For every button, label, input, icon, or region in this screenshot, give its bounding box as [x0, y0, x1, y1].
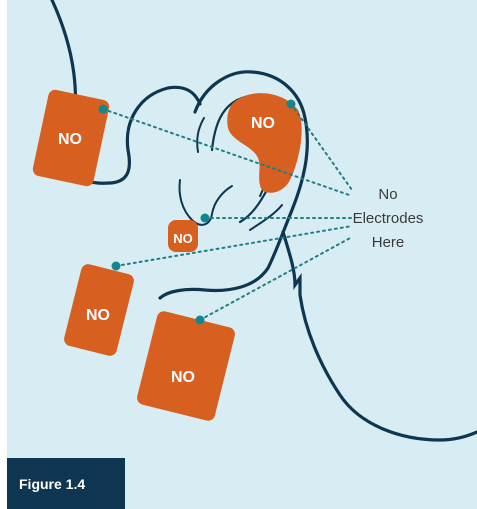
callout-line-3: Here	[348, 231, 428, 255]
marker-dot-ear-upper	[287, 100, 296, 109]
no-electrodes-callout: No Electrodes Here	[348, 183, 428, 255]
figure-label: Figure 1.4	[7, 458, 125, 509]
callout-line-2: Electrodes	[348, 207, 428, 231]
marker-dot-cheek	[99, 105, 108, 114]
leader-line-jaw	[116, 226, 352, 266]
marker-dot-jaw	[112, 262, 121, 271]
electrode-pad-tragus: NO	[168, 220, 198, 252]
marker-dot-tragus	[201, 214, 210, 223]
svg-text:NO: NO	[251, 115, 275, 132]
svg-text:NO: NO	[171, 369, 195, 386]
ear-canal-contour	[197, 118, 204, 152]
svg-text:NO: NO	[86, 307, 110, 324]
electrode-pad-jaw: NO	[63, 263, 136, 358]
electrode-pad-cheek: NO	[32, 89, 111, 188]
svg-text:NO: NO	[173, 231, 193, 246]
neck-outline	[283, 232, 477, 440]
marker-dot-neck	[196, 316, 205, 325]
svg-text:NO: NO	[58, 131, 82, 148]
electrode-pad-neck: NO	[136, 310, 237, 423]
callout-line-1: No	[348, 183, 428, 207]
